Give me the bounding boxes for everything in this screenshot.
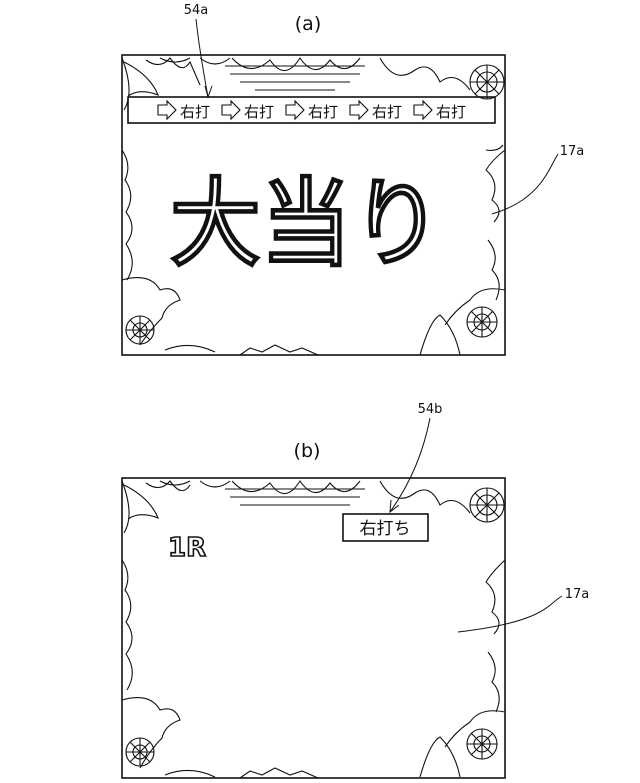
banner-item-5: 右打 (414, 101, 466, 121)
screen-leader-line-a (492, 154, 558, 214)
corner-ornament-a-left (122, 278, 215, 352)
banner-item-3: 右打 (286, 101, 338, 121)
jackpot-text: 大当り (170, 168, 442, 280)
panel-a: (a) 54a 17a 右打 右打 (122, 3, 584, 355)
right-arrow-icon (350, 101, 368, 119)
banner-item-4: 右打 (350, 101, 402, 121)
banner-ref-54a: 54a (184, 3, 209, 18)
panel-b: (b) 54b 17a 1R 右打ち (122, 402, 589, 778)
side-ornament-b (122, 560, 505, 712)
right-arrow-icon (222, 101, 240, 119)
screen-ref-17a-a: 17a (560, 144, 585, 159)
banner-text: 右打 (180, 103, 210, 121)
right-arrow-icon (286, 101, 304, 119)
banner-text: 右打 (308, 103, 338, 121)
display-screen-b (122, 478, 505, 778)
right-arrow-icon (414, 101, 432, 119)
indicator-ref-54b: 54b (418, 402, 443, 417)
round-indicator: 1R (168, 533, 206, 563)
banner-item-1: 右打 (158, 101, 210, 121)
corner-ornament-b-left (122, 698, 215, 777)
panel-a-label: (a) (295, 13, 321, 35)
banner-text: 右打 (436, 103, 466, 121)
top-ornament-b (122, 481, 504, 533)
panel-b-label: (b) (294, 440, 321, 462)
banner-text: 右打 (372, 103, 402, 121)
right-arrow-icon (158, 101, 176, 119)
banner-item-2: 右打 (222, 101, 274, 121)
screen-ref-17a-b: 17a (565, 587, 590, 602)
banner-text: 右打 (244, 103, 274, 121)
corner-ornament-a-right (240, 289, 505, 355)
right-shot-indicator-text: 右打ち (360, 519, 411, 539)
corner-ornament-b-right (240, 711, 505, 778)
screen-leader-line-b (458, 596, 562, 632)
banner-leader-line (196, 19, 208, 97)
